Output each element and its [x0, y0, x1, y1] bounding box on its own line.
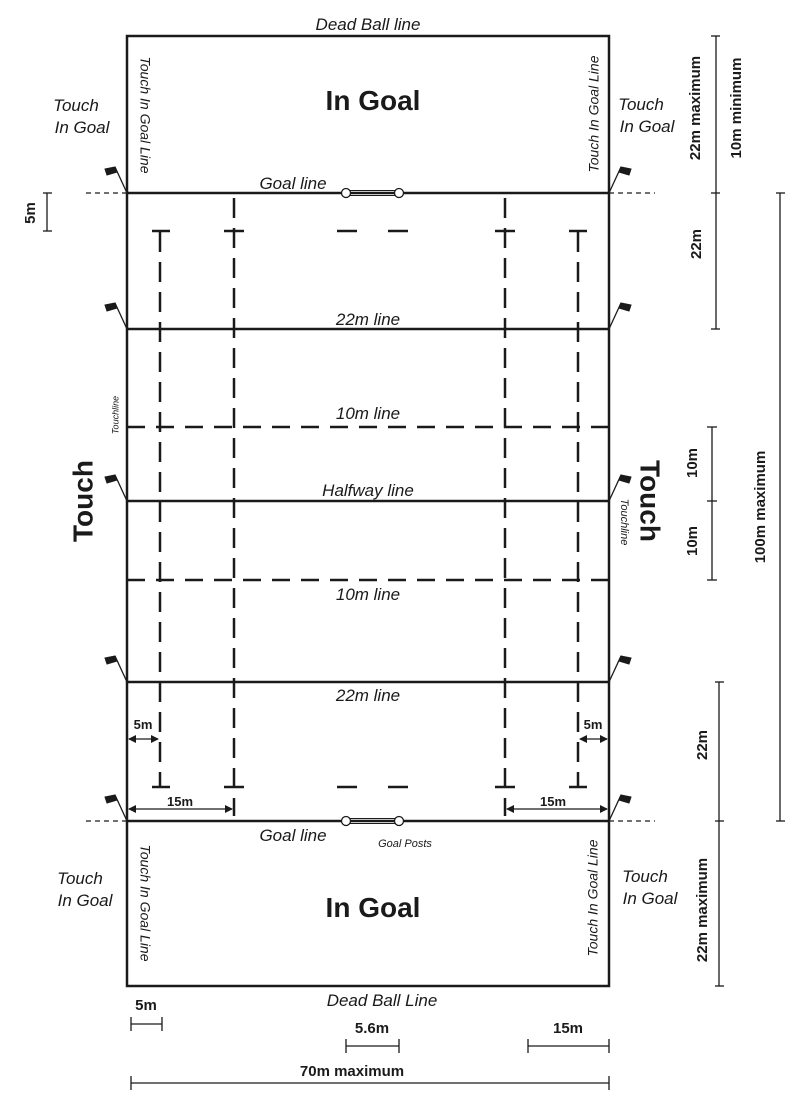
- fifteen-right-label: 15m: [540, 794, 566, 809]
- ten-metre-brackets: [707, 426, 717, 581]
- in-goal-top-label: In Goal: [326, 85, 421, 116]
- bottom-5-6m-label: 5.6m: [355, 1020, 389, 1037]
- flag-icon: [104, 166, 632, 822]
- touch-in-goal-line-br-label: Touch In Goal Line: [585, 839, 601, 956]
- touchline-right-label: Touchline: [618, 499, 630, 546]
- touch-in-goal-tr-label-2: In Goal: [620, 117, 676, 136]
- in-goal-bottom-label: In Goal: [326, 892, 421, 923]
- five-left-label: 5m: [134, 717, 153, 732]
- dead-ball-line-top-label: Dead Ball line: [316, 15, 421, 34]
- ten-line-bottom-label: 10m line: [336, 585, 400, 604]
- ingoal-max-label: 22m maximum: [687, 56, 704, 160]
- goal-line-top-label: Goal line: [259, 174, 326, 193]
- ten-a-label: 10m: [684, 448, 701, 478]
- goal-posts-bottom: [340, 815, 405, 827]
- bottom-22-bracket: [715, 681, 724, 822]
- left-5m-bracket: [43, 192, 52, 232]
- halfway-line-label: Halfway line: [322, 481, 414, 500]
- touch-in-goal-tl-label-2: In Goal: [55, 118, 111, 137]
- pitch-boundary: [125, 34, 611, 988]
- top-22-bracket: [711, 193, 720, 330]
- touch-in-goal-line-tl-label: Touch In Goal Line: [137, 56, 153, 173]
- bottom-ingoal-max-label: 22m maximum: [694, 858, 711, 962]
- ten-b-label: 10m: [684, 526, 701, 556]
- touch-in-goal-bl-label-1: Touch: [57, 869, 103, 888]
- bottom-5m-bracket: [130, 1017, 163, 1031]
- goal-posts-label: Goal Posts: [378, 838, 432, 850]
- hundred-max-label: 100m maximum: [752, 451, 769, 564]
- touchline-left-label: Touchline: [110, 396, 120, 434]
- touch-in-goal-br-label-2: In Goal: [623, 889, 679, 908]
- ingoal-dimension-bracket: [711, 35, 720, 194]
- touch-in-goal-line-tr-label: Touch In Goal Line: [586, 55, 602, 172]
- touch-in-goal-tr-label-1: Touch: [618, 95, 664, 114]
- touch-in-goal-tl-label-1: Touch: [53, 96, 99, 115]
- goal-line-bottom-label: Goal line: [259, 826, 326, 845]
- seventy-max-label: 70m maximum: [300, 1063, 404, 1080]
- hundred-metre-bracket: [776, 192, 785, 822]
- top-22-label: 22m: [688, 229, 705, 259]
- ten-line-top-label: 10m line: [336, 404, 400, 423]
- touch-in-goal-bl-label-2: In Goal: [58, 891, 114, 910]
- bottom-22-label: 22m: [694, 730, 711, 760]
- bottom-15m-bracket: [527, 1039, 610, 1053]
- ingoal-min-label: 10m minimum: [728, 58, 745, 159]
- touch-left-label: Touch: [67, 460, 98, 542]
- touch-in-goal-line-bl-label: Touch In Goal Line: [137, 844, 153, 961]
- touch-right-label: Touch: [635, 460, 666, 542]
- bottom-15m-label: 15m: [553, 1020, 583, 1037]
- bottom-5-6m-bracket: [345, 1039, 400, 1053]
- twenty-two-line-top-label: 22m line: [335, 310, 400, 329]
- left-5m-label: 5m: [22, 202, 39, 224]
- touch-in-goal-br-label-1: Touch: [622, 867, 668, 886]
- five-metre-ticks: [152, 229, 587, 789]
- twenty-two-line-bottom-label: 22m line: [335, 686, 400, 705]
- dead-ball-line-bottom-label: Dead Ball Line: [327, 991, 438, 1010]
- fifteen-left-label: 15m: [167, 794, 193, 809]
- bottom-5m-label: 5m: [135, 997, 157, 1014]
- seventy-metre-bracket: [130, 1076, 610, 1090]
- bottom-ingoal-bracket: [715, 821, 724, 987]
- five-right-label: 5m: [584, 717, 603, 732]
- goal-posts-top: [340, 187, 405, 199]
